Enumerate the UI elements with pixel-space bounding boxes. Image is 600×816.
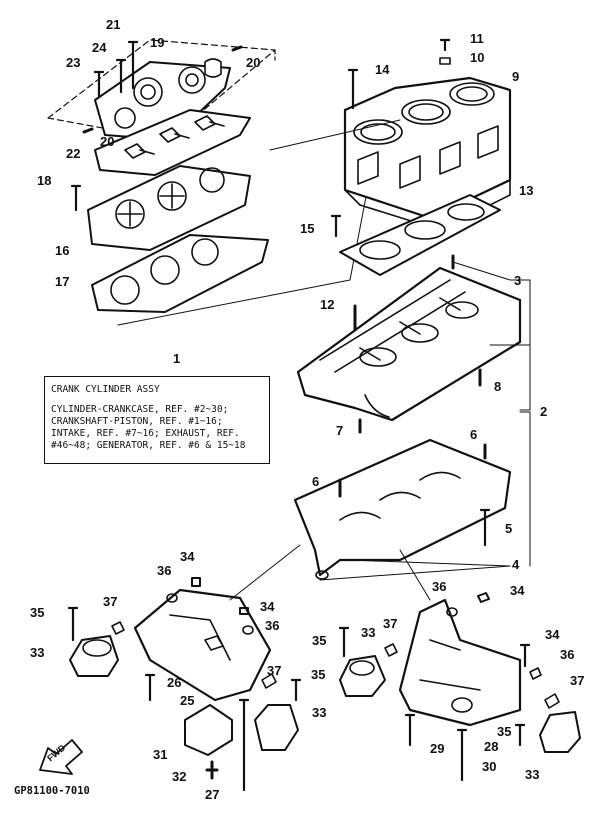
callout-28: 28 — [484, 739, 499, 754]
callout-27: 27 — [205, 787, 220, 802]
callout-33c: 33 — [361, 625, 376, 640]
assembly-line-4: #46~48; GENERATOR, REF. #6 & 15~18 — [51, 440, 246, 451]
callout-30: 30 — [482, 759, 497, 774]
callout-20a: 20 — [246, 55, 261, 70]
callout-33a: 33 — [30, 645, 45, 660]
callout-4: 4 — [512, 557, 520, 572]
callout-7: 7 — [336, 423, 344, 438]
callout-34d: 34 — [545, 627, 560, 642]
callout-14: 14 — [375, 62, 390, 77]
callout-2: 2 — [540, 404, 548, 419]
callout-5: 5 — [505, 521, 513, 536]
callout-21: 21 — [106, 17, 121, 32]
callout-25: 25 — [180, 693, 195, 708]
callout-34a: 34 — [180, 549, 195, 564]
callout-11: 11 — [470, 31, 484, 46]
assembly-line-1: CYLINDER-CRANKCASE, REF. #2~30; — [51, 404, 229, 415]
figure-code: GP81100-7010 — [14, 785, 90, 797]
callout-34c: 34 — [510, 583, 525, 598]
callout-brackets — [319, 261, 531, 581]
callout-6b: 6 — [312, 474, 320, 489]
callout-1: 1 — [173, 351, 181, 366]
callout-36a: 36 — [157, 563, 172, 578]
callout-24: 24 — [92, 40, 107, 55]
cylinder-block — [269, 38, 512, 238]
callout-23: 23 — [66, 55, 81, 70]
callout-19: 19 — [150, 35, 165, 50]
callout-8: 8 — [494, 379, 502, 394]
callout-36d: 36 — [560, 647, 575, 662]
cylinder-gasket — [339, 194, 501, 276]
callout-35c: 35 — [312, 633, 327, 648]
intake-cover-group — [47, 39, 386, 326]
upper-crankcase — [296, 254, 522, 434]
assembly-line-3: INTAKE, REF. #7~16; EXHAUST, REF. — [51, 428, 240, 439]
callout-15: 15 — [300, 221, 315, 236]
left-engine-mount — [67, 544, 302, 792]
callout-26: 26 — [167, 675, 182, 690]
callout-37c: 37 — [383, 616, 398, 631]
callout-33b: 33 — [312, 705, 327, 720]
callout-13: 13 — [519, 183, 534, 198]
callout-37d: 37 — [570, 673, 585, 688]
callout-37b: 37 — [267, 663, 282, 678]
callout-35a: 35 — [30, 605, 45, 620]
callout-33d: 33 — [525, 767, 540, 782]
callout-35b: 35 — [311, 667, 326, 682]
callout-32: 32 — [172, 769, 187, 784]
lower-crankcase — [293, 438, 512, 580]
callout-3: 3 — [514, 273, 522, 288]
assembly-line-2: CRANKSHAFT-PISTON, REF. #1~16; — [51, 416, 223, 427]
callout-35d: 35 — [497, 724, 512, 739]
callout-6a: 6 — [470, 427, 478, 442]
callout-9: 9 — [512, 69, 520, 84]
callout-10: 10 — [470, 50, 485, 65]
callout-37a: 37 — [103, 594, 118, 609]
callout-34b: 34 — [260, 599, 275, 614]
callout-16: 16 — [55, 243, 70, 258]
callout-17: 17 — [55, 274, 70, 289]
forward-arrow — [39, 739, 83, 775]
assembly-title: CRANK CYLINDER ASSY — [51, 384, 160, 395]
callout-18: 18 — [37, 173, 52, 188]
right-engine-mount — [338, 549, 581, 782]
callout-20b: 20 — [100, 134, 115, 149]
callout-31: 31 — [153, 747, 168, 762]
assembly-reference-box: CRANK CYLINDER ASSY CYLINDER-CRANKCASE, … — [44, 376, 270, 464]
callout-36c: 36 — [432, 579, 447, 594]
callout-22: 22 — [66, 146, 81, 161]
callout-29: 29 — [430, 741, 445, 756]
callout-36b: 36 — [265, 618, 280, 633]
callout-12: 12 — [320, 297, 335, 312]
